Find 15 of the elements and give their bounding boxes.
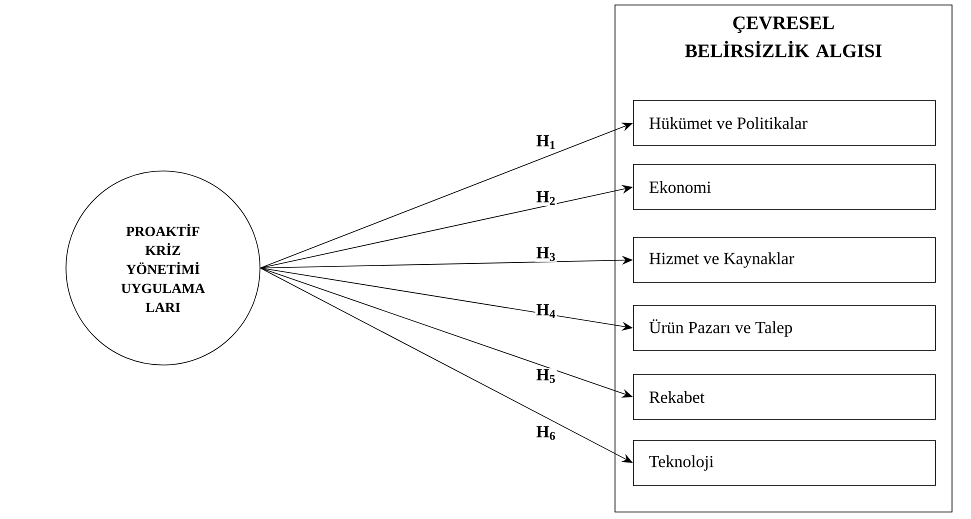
- group-heading: ÇEVRESEL BELİRSİZLİK ALGISI: [685, 16, 882, 58]
- edge-label: H$_{3}$: [536, 247, 555, 261]
- factor-box: Ekonomi: [633, 164, 936, 210]
- factor-box: Hizmet ve Kaynaklar: [633, 237, 936, 283]
- group-box: [614, 4, 952, 512]
- factor-box: Teknoloji: [633, 440, 936, 486]
- edge-label: H$_{6}$: [536, 426, 555, 440]
- edge-label: H$_{2}$: [536, 191, 555, 205]
- edge-label: H$_{1}$: [536, 135, 555, 149]
- edge-label: H$_{4}$: [536, 304, 556, 318]
- factor-box: Rekabet: [633, 374, 936, 420]
- factor-box: Ürün Pazarı ve Talep: [633, 305, 936, 351]
- factor-box: Hükümet ve Politikalar: [633, 100, 936, 146]
- edge-label: H$_{5}$: [536, 369, 555, 383]
- circle-node: PROAKTİF KRİZ YÖNETİMİ UYGULAMA LARI: [66, 170, 260, 366]
